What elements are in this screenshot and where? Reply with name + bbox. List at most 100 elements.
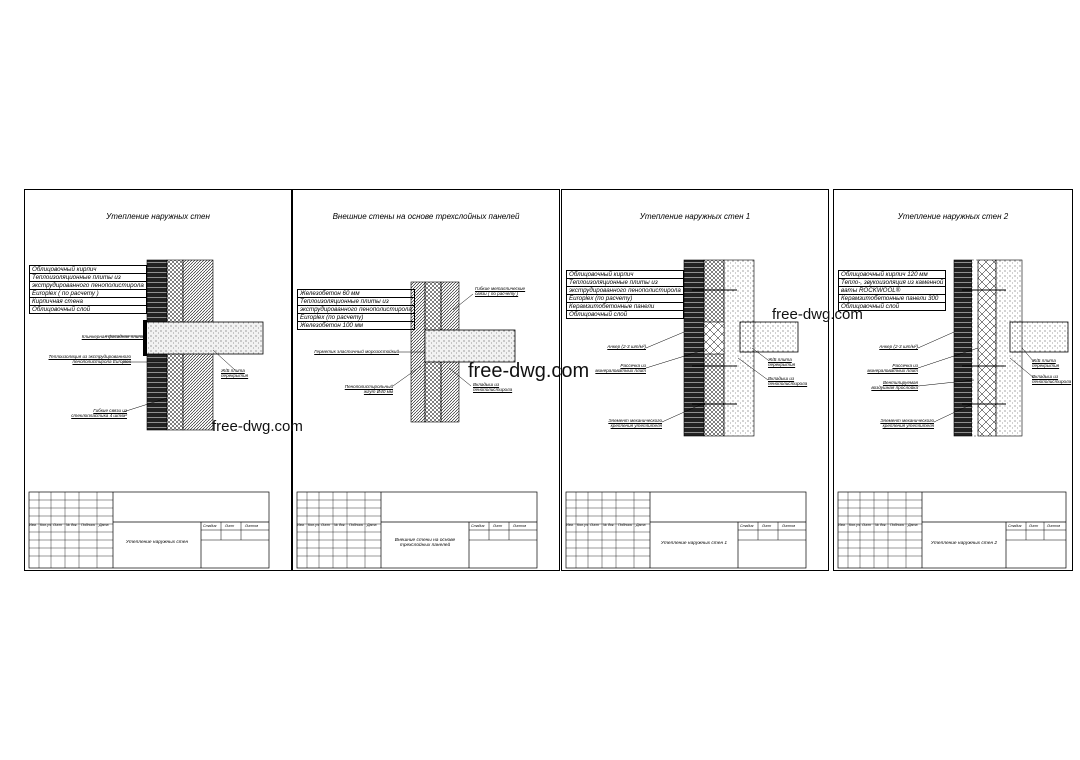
callout-metal-ties: Гибкие металлические связи ( по расчету …: [475, 286, 526, 297]
callout-insulation: Теплоизоляция из экструдированного пеноп…: [48, 354, 131, 365]
stamp-col-label: Лист: [862, 523, 872, 527]
legend-row: Тепло-, звукоизоляция из каменной: [837, 278, 947, 287]
legend-row: Облицовочный слой: [29, 305, 147, 314]
stamp-col-label: Изм.: [29, 523, 37, 527]
legend-row: Europlex (по расчету): [566, 294, 684, 303]
callout-anchor: Анкер (2-3 шт/м²): [879, 344, 918, 349]
legend-row: Кирпичная стена: [29, 297, 147, 306]
legend-row: Облицовочный кирпич 120 мм: [837, 270, 947, 279]
stamp-col-label: Подпись: [81, 523, 96, 527]
stamp-col-label: Дата: [99, 523, 109, 527]
callout-slab: Ж/Б плита перекрытия: [1032, 358, 1060, 369]
stamp-stage-label: Стадия: [471, 524, 485, 528]
stamp-stage-label: Листов: [1047, 524, 1061, 528]
stamp-col-label: Лист: [321, 523, 331, 527]
legend-row: Железобетон 60 мм: [297, 289, 415, 298]
materials-legend: Железобетон 60 мм Теплоизоляционные плит…: [297, 289, 415, 330]
stamp-col-label: Дата: [908, 523, 918, 527]
stamp-col-label: Лист: [53, 523, 63, 527]
stamp-stage-label: Лист: [493, 524, 503, 528]
drawing-sheet-3: Утепление наружных стен 1 Облицовочный к…: [561, 189, 829, 571]
stamp-col-label: Подпись: [349, 523, 364, 527]
legend-row: Europlex ( по расчету ): [29, 289, 147, 298]
stamp-col-label: Изм.: [297, 523, 305, 527]
sheet-title: Утепление наружных стен 2: [897, 212, 1009, 221]
stamp-stage-label: Листов: [782, 524, 796, 528]
legend-row: Europlex (по расчету): [297, 313, 415, 322]
wall-section-drawing-3: [565, 259, 807, 569]
materials-legend: Облицовочный кирпич Теплоизоляционные пл…: [29, 265, 147, 314]
stamp-stage-label: Листов: [513, 524, 527, 528]
stamp-sheet-name: Утепление наружных стен 2: [930, 541, 998, 546]
legend-row: Керамзитобетонные панели 300: [837, 294, 947, 303]
legend-row: Железобетон 100 мм: [297, 321, 415, 330]
legend-row: Теплоизоляционные плиты из: [297, 297, 415, 306]
stamp-col-label: Кол.уч.: [577, 523, 589, 527]
callout-mineral-wool-cut: Рассечка из минераловатных плит: [595, 363, 646, 374]
watermark: free-dwg.com: [212, 418, 303, 435]
callout-sealant: Герметик эластичный морозостойкий: [314, 349, 399, 354]
callout-slab: Ж/Б плита перекрытия: [768, 357, 796, 368]
stamp-col-label: Подпись: [618, 523, 633, 527]
stamp-col-label: Изм.: [566, 523, 574, 527]
callout-insert: Вкладыш из пенополистирола: [768, 376, 808, 387]
stamp-col-label: № док.: [334, 523, 346, 527]
stamp-stage-label: Лист: [225, 524, 235, 528]
legend-row: Теплоизоляционные плиты из: [29, 273, 147, 282]
stamp-sheet-name: Утепление наружных стен 1: [660, 541, 728, 546]
stamp-stage-label: Листов: [245, 524, 259, 528]
stamp-sheet-name: Утепление наружных стен: [125, 540, 189, 545]
legend-row: экструдированного пенополистирола: [566, 286, 684, 295]
stamp-col-label: Дата: [636, 523, 646, 527]
wall-section-drawing-2: [296, 281, 538, 569]
materials-legend: Облицовочный кирпич 120 мм Тепло-, звуко…: [837, 270, 947, 311]
sheet-title: Внешние стены на основе трехслойных пане…: [332, 212, 520, 221]
stamp-col-label: Кол.уч.: [849, 523, 861, 527]
legend-row: Облицовочный кирпич: [566, 270, 684, 279]
callout-fastener: Элемент механического крепления утеплите…: [880, 418, 934, 429]
legend-row: ваты ROCKWOOL®: [837, 286, 947, 295]
stamp-stage-label: Стадия: [1008, 524, 1022, 528]
stamp-sheet-name: Внешние стены на основе трехслойных пане…: [394, 538, 456, 549]
callout-slab: Ж/Б плита перекрытия: [221, 368, 249, 379]
callout-anchor: Анкер (2-3 шт/м²): [607, 344, 646, 349]
drawing-sheet-2: Внешние стены на основе трехслойных пане…: [292, 189, 560, 571]
stamp-col-label: Кол.уч.: [40, 523, 52, 527]
materials-legend: Облицовочный кирпич Теплоизоляционные пл…: [566, 270, 684, 319]
callout-insert: Вкладыш из пенополистирола: [1032, 374, 1072, 385]
callout-air-gap: Вентилируемая воздушная прослойка: [871, 380, 918, 391]
legend-row: Облицовочный кирпич: [29, 265, 147, 274]
stamp-col-label: Лист: [590, 523, 600, 527]
callout-insert: Вкладыш из пенополистирола: [473, 382, 513, 393]
wall-section-drawing-1: [28, 259, 270, 569]
callout-fastener: Элемент механического крепления утеплите…: [608, 418, 662, 429]
stamp-col-label: Подпись: [890, 523, 905, 527]
legend-row: Облицовочный слой: [566, 310, 684, 319]
callout-flexible-ties: Гибкие связи из стеклопластика 4 шт/м²: [71, 408, 127, 419]
sheet-title: Утепление наружных стен 1: [639, 212, 751, 221]
sheet-title: Утепление наружных стен: [106, 212, 210, 221]
stamp-col-label: № док.: [66, 523, 78, 527]
legend-row: Теплоизоляционные плиты из: [566, 278, 684, 287]
callout-foam-cord: Пенополистирольный жгут Ø40 мм: [344, 384, 393, 395]
wall-section-drawing-4: [837, 259, 1069, 569]
legend-row: экструдированного пенополистирола: [297, 305, 415, 314]
drawing-sheet-1: Утепление наружных стен Облицовочный кир…: [24, 189, 292, 571]
legend-row: Облицовочный слой: [837, 302, 947, 311]
stamp-stage-label: Лист: [1029, 524, 1039, 528]
stamp-col-label: Изм.: [838, 523, 846, 527]
stamp-col-label: № док.: [603, 523, 615, 527]
stamp-stage-label: Лист: [762, 524, 772, 528]
watermark: free-dwg.com: [772, 306, 863, 323]
legend-row: Керамзитобетонные панели: [566, 302, 684, 311]
callout-clinker-tile: Клинкерная фасадная плитка: [81, 334, 147, 339]
stamp-stage-label: Стадия: [203, 524, 217, 528]
drawing-sheet-4: Утепление наружных стен 2 Облицовочный к…: [833, 189, 1073, 571]
stamp-col-label: № док.: [875, 523, 887, 527]
legend-row: экструдированного пенополистирола: [29, 281, 147, 290]
watermark: free-dwg.com: [468, 360, 590, 382]
callout-mineral-wool-cut: Рассечка из минераловатных плит: [867, 363, 918, 374]
stamp-col-label: Дата: [367, 523, 377, 527]
stamp-stage-label: Стадия: [740, 524, 754, 528]
stamp-col-label: Кол.уч.: [308, 523, 320, 527]
